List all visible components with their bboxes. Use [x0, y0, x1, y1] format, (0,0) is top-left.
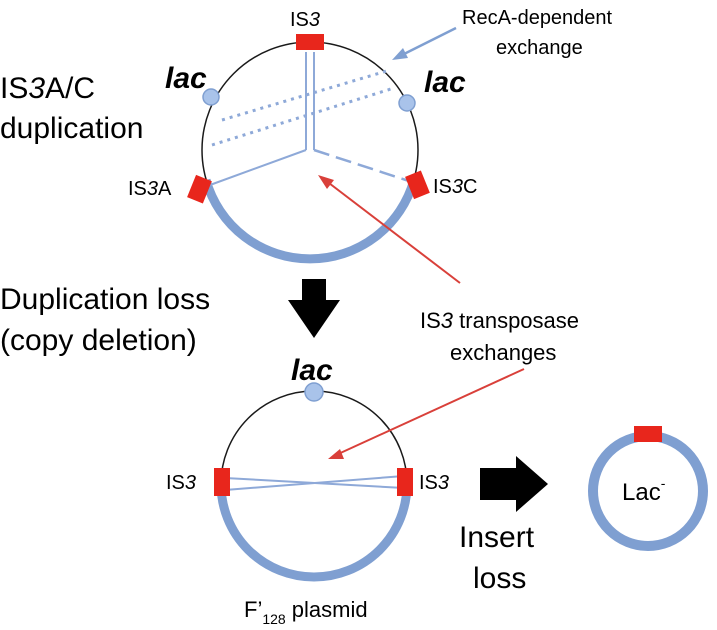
- insert-loss-line1: Insert: [459, 521, 535, 554]
- duplication-loss-line1: Duplication loss: [0, 283, 210, 316]
- reca-dotted-line: [211, 86, 395, 147]
- is3-residual-element: [634, 426, 662, 442]
- is3c-label: IS3C: [433, 176, 477, 198]
- transposase-arrow-top-line: [324, 179, 461, 284]
- lac-label-right: lac: [424, 66, 466, 99]
- insert-loss-line2: loss: [473, 562, 526, 595]
- lac-dot-left: [202, 88, 220, 106]
- reca-label-line2: exchange: [496, 37, 583, 59]
- is3-right-element: [397, 468, 413, 496]
- bottom-plasmid: [214, 382, 413, 582]
- lac-dot-bottom: [304, 382, 324, 402]
- is3a-element: [187, 174, 212, 204]
- is3a-label: IS3A: [128, 178, 172, 200]
- lac-minus-label: Lac-: [622, 475, 666, 506]
- is3c-element: [405, 170, 430, 200]
- lac-label-left: lac: [165, 62, 207, 95]
- down-arrow: [288, 279, 340, 338]
- is3-right-label: IS3: [419, 472, 449, 494]
- top-plasmid-f-region: [201, 178, 419, 264]
- reca-dotted-line: [221, 68, 391, 122]
- reca-arrow-line: [395, 26, 457, 60]
- transposase-label-line1: IS3 transposase: [420, 308, 579, 333]
- plasmid-label: F’128 plasmid: [244, 597, 368, 627]
- lac-minus-plasmid: [588, 426, 708, 551]
- is3c-exchange-line: [313, 148, 413, 184]
- transposase-arrow-top-head: [318, 175, 334, 189]
- is3-top-element: [296, 34, 324, 50]
- duplication-loss-line2: (copy deletion): [0, 324, 197, 357]
- duplication-title-line2: duplication: [0, 112, 143, 145]
- lac-dot-right: [398, 94, 416, 112]
- is3-top-label: IS3: [290, 9, 320, 31]
- bottom-plasmid-f-region: [216, 483, 412, 582]
- transposase-arrow-bottom-line: [335, 368, 525, 456]
- right-arrow: [480, 456, 548, 512]
- lac-label-bottom: lac: [291, 354, 333, 387]
- transposase-arrow-bottom-head: [328, 449, 344, 459]
- is3a-exchange-line: [209, 149, 307, 186]
- is3-left-element: [214, 468, 230, 496]
- is3-left-label: IS3: [166, 472, 196, 494]
- transposase-crossover-line: [224, 475, 405, 491]
- transposase-label-line2: exchanges: [450, 340, 556, 365]
- reca-arrow-head: [392, 48, 408, 60]
- top-plasmid: [187, 34, 430, 264]
- reca-label-line1: RecA-dependent: [462, 7, 613, 29]
- duplication-title-line1: IS3A/C: [0, 72, 95, 105]
